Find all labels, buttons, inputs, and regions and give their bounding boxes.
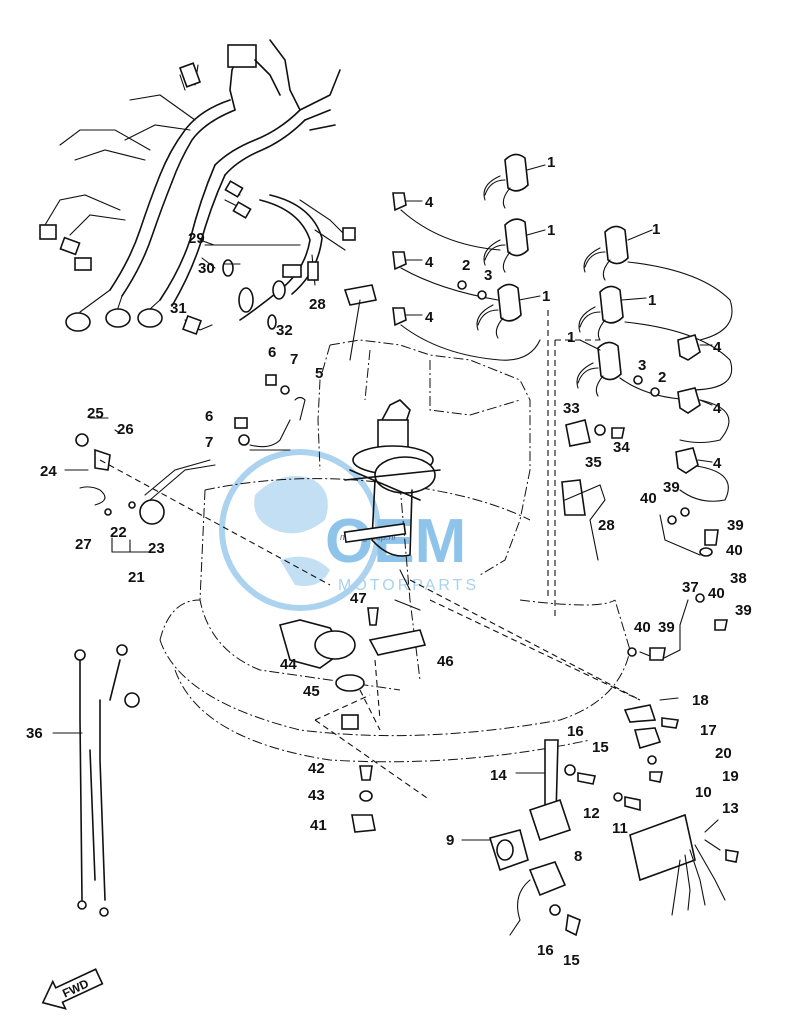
callout-1: 1 [567, 329, 575, 346]
callout-1: 1 [648, 292, 656, 309]
forward-direction-arrow: FWD [41, 968, 104, 1010]
callout-32: 32 [276, 322, 293, 339]
callout-30: 30 [198, 260, 215, 277]
callout-9: 9 [446, 832, 454, 849]
callout-24: 24 [40, 463, 57, 480]
leader-lines [52, 164, 719, 841]
callout-6: 6 [268, 344, 276, 361]
callout-35: 35 [585, 454, 602, 471]
callout-19: 19 [722, 768, 739, 785]
callout-17: 17 [700, 722, 717, 739]
callout-15: 15 [592, 739, 609, 756]
callout-33: 33 [563, 400, 580, 417]
callout-4: 4 [713, 400, 722, 417]
callout-15: 15 [563, 952, 580, 969]
callout-2: 2 [462, 257, 470, 274]
callout-27: 27 [75, 536, 92, 553]
callout-labels: 1 1 1 1 1 1 2 2 3 3 4 4 4 4 4 4 5 6 6 7 … [26, 154, 752, 969]
plug-cap [677, 334, 701, 361]
callout-4: 4 [713, 339, 722, 356]
callout-13: 13 [722, 800, 739, 817]
callout-37: 37 [682, 579, 699, 596]
ignition-coil [483, 153, 529, 209]
callout-40: 40 [708, 585, 725, 602]
plug-cap-bolt [392, 307, 407, 327]
callout-46: 46 [437, 653, 454, 670]
wire-harness [39, 39, 356, 335]
callout-47: 47 [350, 590, 367, 607]
callout-39: 39 [735, 602, 752, 619]
watermark-globe-land [254, 476, 330, 586]
callout-4: 4 [425, 309, 434, 326]
callout-14: 14 [490, 767, 507, 784]
callout-6: 6 [205, 408, 213, 425]
callout-20: 20 [715, 745, 732, 762]
callout-42: 42 [308, 760, 325, 777]
watermark-subtitle: MOTORPARTS [338, 577, 479, 594]
ignition-coils [392, 153, 733, 620]
callout-40: 40 [726, 542, 743, 559]
callout-22: 22 [110, 524, 127, 541]
ignition-coil [578, 285, 624, 341]
callout-40: 40 [634, 619, 651, 636]
engine-block [159, 339, 631, 763]
callout-5: 5 [315, 365, 323, 382]
left-parts [75, 374, 331, 586]
callout-36: 36 [26, 725, 43, 742]
callout-7: 7 [290, 351, 298, 368]
plug-cap-bolt [392, 251, 407, 271]
ignition-coil [483, 218, 529, 273]
callout-21: 21 [128, 569, 145, 586]
callout-41: 41 [310, 817, 327, 834]
callout-39: 39 [663, 479, 680, 496]
callout-11: 11 [612, 820, 628, 837]
callout-1: 1 [547, 154, 555, 171]
plug-cap [675, 447, 699, 474]
callout-25: 25 [87, 405, 104, 422]
ignition-coil [576, 341, 622, 397]
callout-34: 34 [613, 439, 630, 456]
callout-2: 2 [658, 369, 666, 386]
callout-29: 29 [188, 230, 205, 247]
callout-40: 40 [640, 490, 657, 507]
plug-cap [677, 387, 701, 414]
callout-43: 43 [308, 787, 325, 804]
callout-44: 44 [280, 656, 297, 673]
callout-4: 4 [425, 254, 434, 271]
callout-39: 39 [658, 619, 675, 636]
watermark: OEM MOTORPARTS motorgroup.nl [219, 449, 479, 611]
callout-26: 26 [117, 421, 134, 438]
callout-38: 38 [730, 570, 747, 587]
callout-10: 10 [695, 784, 712, 801]
callout-1: 1 [547, 222, 555, 239]
callout-23: 23 [148, 540, 165, 557]
plug-cap-bolt [392, 192, 407, 212]
callout-4: 4 [425, 194, 434, 211]
callout-28: 28 [598, 517, 615, 534]
callout-3: 3 [638, 357, 646, 374]
callout-1: 1 [542, 288, 550, 305]
callout-45: 45 [303, 683, 320, 700]
callout-12: 12 [583, 805, 600, 822]
ignition-coil [583, 225, 629, 281]
callout-1: 1 [652, 221, 660, 238]
callout-16: 16 [537, 942, 554, 959]
callout-31: 31 [170, 300, 187, 317]
callout-4: 4 [713, 455, 722, 472]
callout-8: 8 [574, 848, 582, 865]
callout-28: 28 [309, 296, 326, 313]
callout-7: 7 [205, 434, 213, 451]
ignition-coil [476, 283, 522, 339]
callout-39: 39 [727, 517, 744, 534]
lower-parts [74, 284, 739, 937]
callout-3: 3 [484, 267, 492, 284]
callout-18: 18 [692, 692, 709, 709]
callout-16: 16 [567, 723, 584, 740]
